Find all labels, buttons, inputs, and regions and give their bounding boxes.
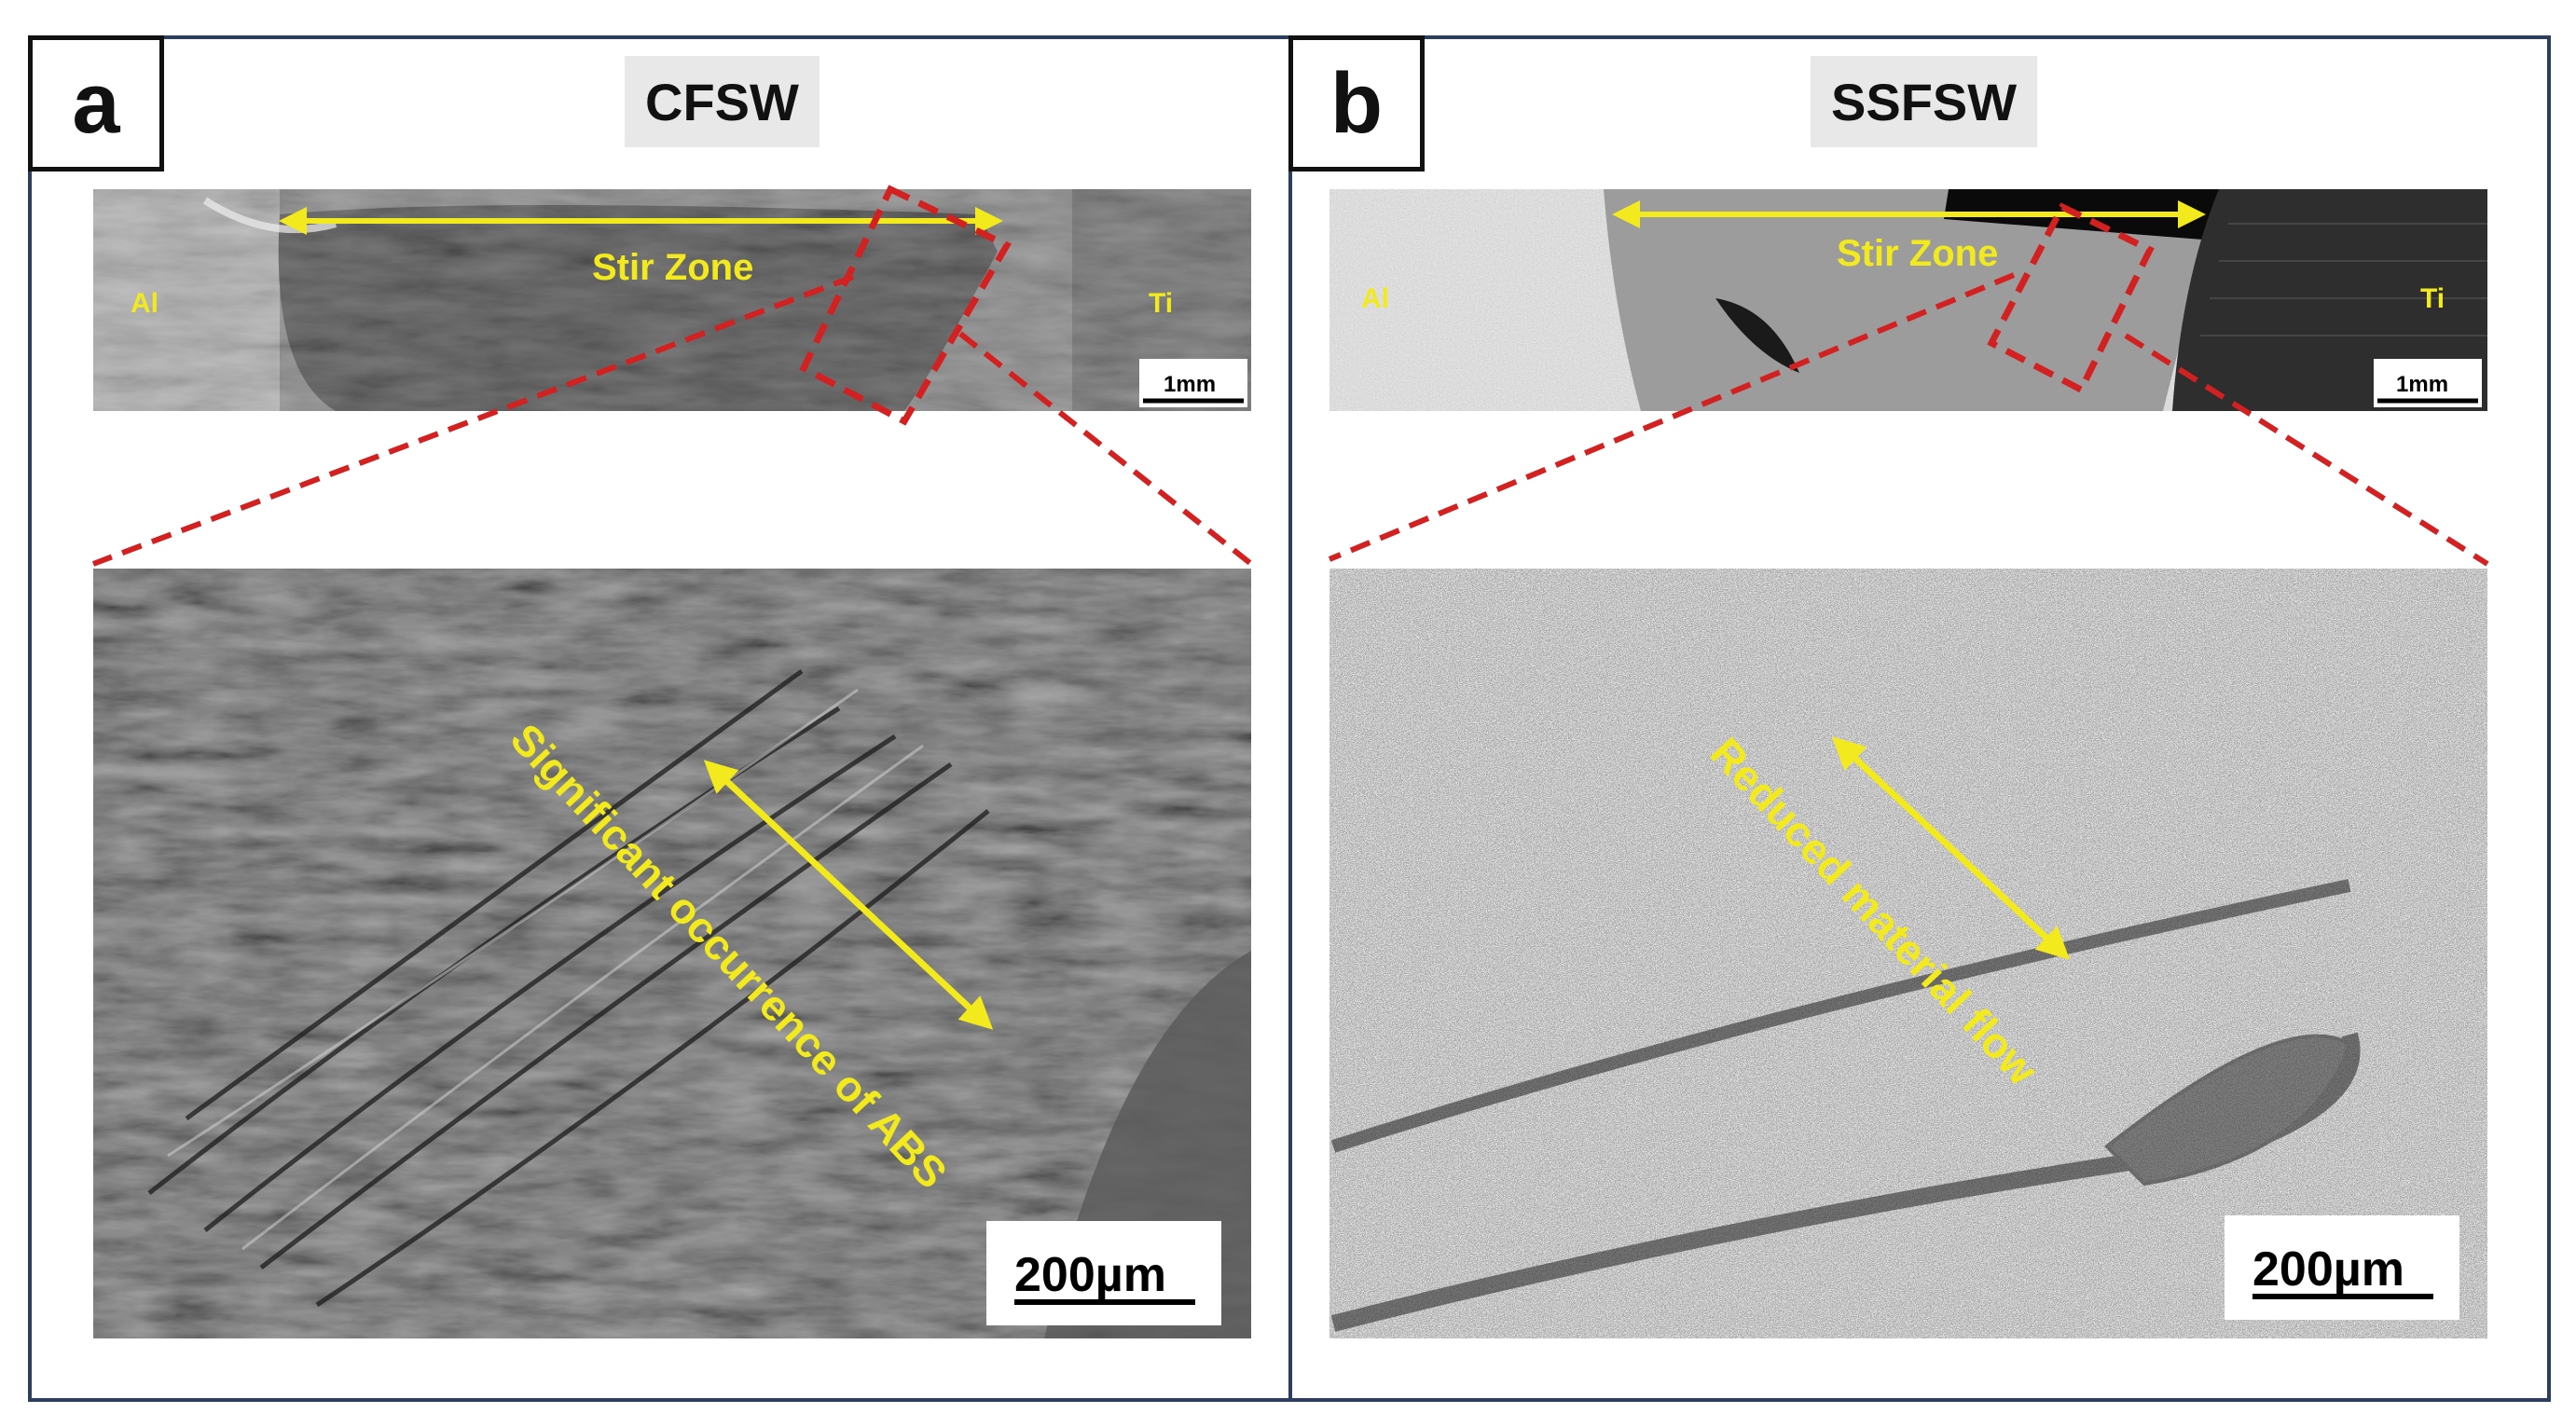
overview-left-label-b: Al bbox=[1361, 283, 1389, 314]
scale-label-1mm-b: 1mm bbox=[2396, 372, 2448, 397]
panel-letter-b: b bbox=[1288, 35, 1425, 172]
detail-micrograph-b bbox=[1329, 569, 2487, 1338]
panel-title-a: CFSW bbox=[625, 56, 820, 147]
zoom-box-b bbox=[1987, 202, 2155, 394]
stir-zone-label-a: Stir Zone bbox=[592, 247, 753, 288]
zoom-line-left-a bbox=[91, 274, 855, 567]
scale-label-200um-b: 200µm bbox=[2252, 1242, 2404, 1297]
overview-micrograph-b bbox=[1329, 189, 2487, 411]
detail-micrograph-a bbox=[93, 569, 1251, 1338]
stir-zone-label-b: Stir Zone bbox=[1837, 233, 1998, 274]
zoom-box-a bbox=[799, 185, 1012, 426]
zoom-line-left-b bbox=[1328, 272, 2016, 562]
scale-bar-200um-b bbox=[2225, 1215, 2459, 1320]
overview-left-label-a: Al bbox=[131, 288, 158, 319]
overview-right-label-b: Ti bbox=[2420, 283, 2445, 314]
scale-label-200um-a: 200µm bbox=[1014, 1248, 1166, 1302]
scale-label-1mm-a: 1mm bbox=[1164, 372, 1216, 397]
overview-right-label-a: Ti bbox=[1149, 288, 1173, 319]
abs-arrow-a bbox=[703, 760, 994, 1030]
scale-bar-1mm-a bbox=[1139, 359, 1247, 407]
zoom-line-right-b bbox=[2124, 333, 2489, 567]
panel-title-b: SSFSW bbox=[1811, 56, 2038, 147]
scale-bar-200um-a bbox=[986, 1221, 1221, 1325]
panel-letter-a: a bbox=[28, 35, 164, 172]
scale-bar-1mm-b bbox=[2374, 359, 2482, 407]
flow-arrow-b bbox=[1831, 736, 2071, 960]
